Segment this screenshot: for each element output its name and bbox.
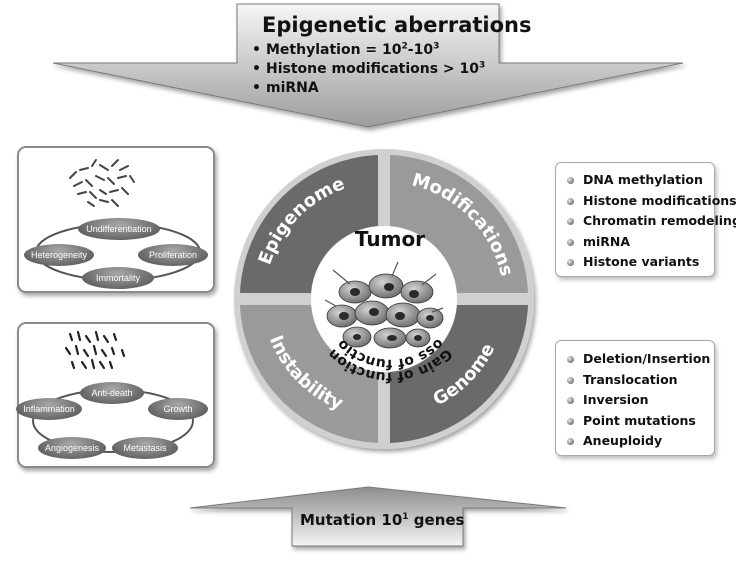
node-metastasis: Metastasis	[112, 437, 178, 459]
segment-epigenome	[240, 155, 378, 293]
bottom-arrow-text: Mutation 101 genes	[300, 511, 465, 529]
bullet-icon	[567, 218, 574, 225]
bullet-icon	[567, 238, 574, 246]
bullet-icon	[567, 259, 574, 266]
node-undifferentiation: Undifferentiation	[78, 218, 160, 240]
top-title: Epigenetic aberrations	[262, 13, 532, 37]
ring-diagram	[234, 149, 534, 449]
list-item: Histone variants	[564, 252, 736, 273]
list-item: Histone modifications	[564, 191, 736, 212]
bullet-icon	[567, 356, 574, 363]
genome-list: Deletion/Insertion Translocation Inversi…	[564, 349, 710, 452]
list-item: miRNA	[564, 232, 736, 253]
bottom-arrow	[189, 486, 567, 547]
top-item-mirna: miRNA	[252, 79, 531, 98]
chromosome-spread-image-bottom	[64, 330, 126, 370]
top-item-methylation: Methylation = 102-103	[252, 41, 531, 60]
panel-modifications-list: DNA methylation Histone modifications Ch…	[555, 162, 736, 277]
list-item: Chromatin remodeling	[564, 211, 736, 232]
chromosome-spread-image-top	[69, 159, 135, 207]
top-list: Methylation = 102-103 Histone modificati…	[252, 41, 531, 98]
list-item: Inversion	[564, 390, 710, 411]
node-angiogenesis: Angiogenesis	[38, 437, 106, 459]
list-item: Deletion/Insertion	[564, 349, 710, 370]
list-item: DNA methylation	[564, 170, 736, 191]
node-anti-death: Anti-death	[80, 382, 144, 404]
bullet-icon	[567, 376, 574, 384]
segment-genome	[390, 305, 528, 443]
segment-instability	[240, 305, 378, 443]
bullet-icon	[567, 197, 574, 205]
node-growth: Growth	[148, 398, 208, 420]
center-title: Tumor	[355, 227, 425, 251]
node-inflammation: Inflammation	[16, 398, 82, 420]
panel-genome-list: Deletion/Insertion Translocation Inversi…	[555, 340, 715, 456]
list-item: Translocation	[564, 370, 710, 391]
list-item: Point mutations	[564, 411, 710, 432]
node-heterogeneity: Heterogeneity	[24, 244, 94, 266]
bullet-icon	[567, 438, 574, 445]
node-immortality: Immortality	[82, 267, 154, 289]
list-item: Aneuploidy	[564, 431, 710, 452]
segment-modifications	[390, 155, 528, 293]
top-item-histone: Histone modifications > 103	[252, 60, 531, 79]
tumor-cells-image	[324, 261, 444, 349]
modifications-list: DNA methylation Histone modifications Ch…	[564, 170, 736, 273]
bullet-icon	[567, 177, 574, 184]
node-proliferation: Proliferation	[138, 244, 208, 266]
bullet-icon	[567, 417, 574, 425]
bullet-icon	[567, 397, 574, 404]
top-arrow-text: Epigenetic aberrations Methylation = 102…	[252, 13, 531, 98]
